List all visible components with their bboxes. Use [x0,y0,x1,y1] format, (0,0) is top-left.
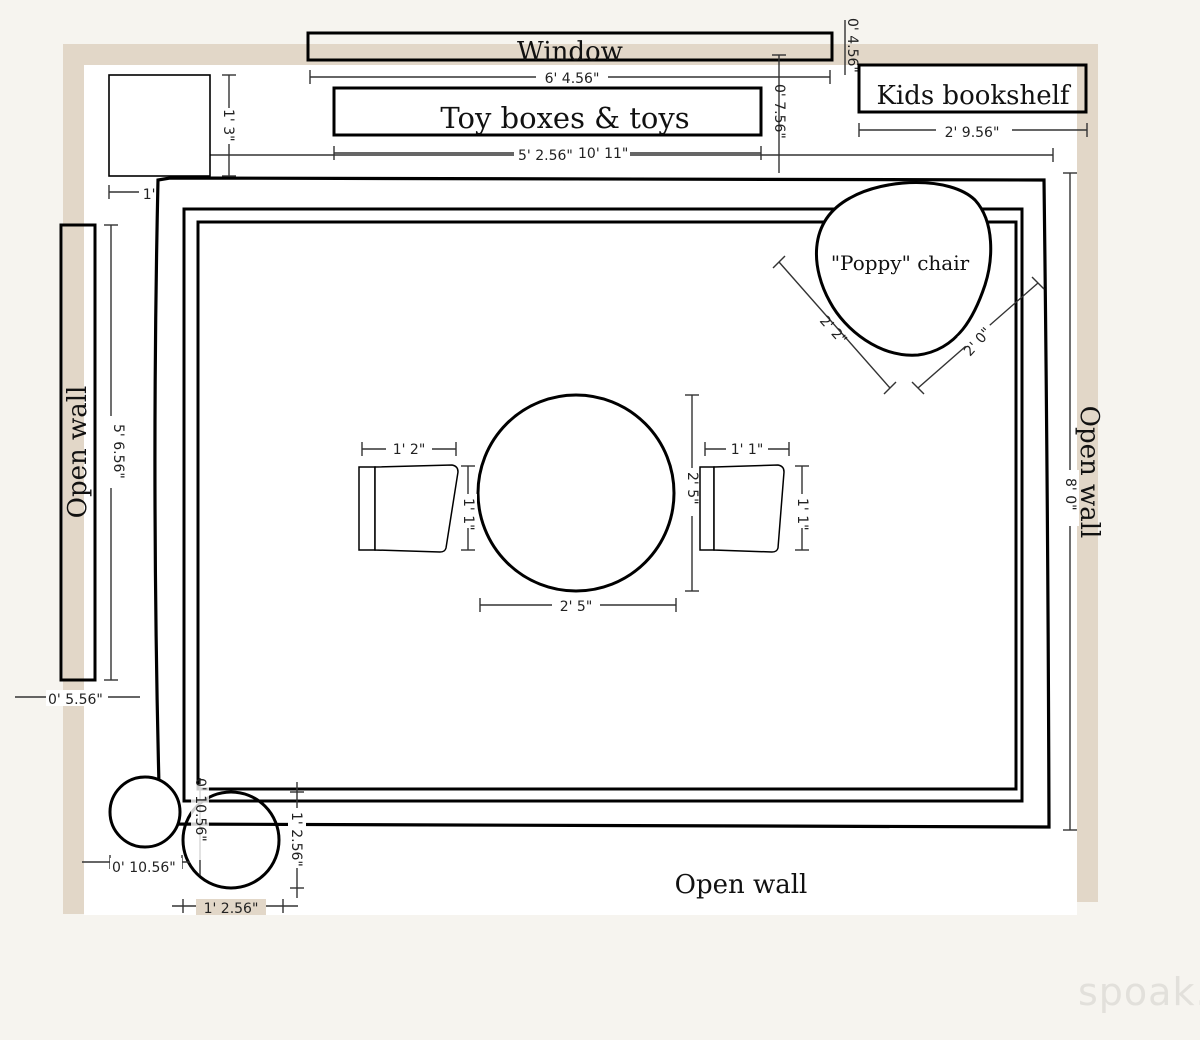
table-diameter-v-dim: 2' 5" [684,472,700,505]
toy-boxes-width-dim: 5' 2.56" [518,148,573,164]
storage-cube [108,74,211,177]
chair-left-depth-dim: 1' 1" [460,498,476,531]
large-plant [181,790,281,890]
chair-right-width-dim: 1' 1" [731,442,764,458]
left-open-wall-label: Open wall [63,386,93,519]
poppy-chair [814,181,993,357]
poppy-chair-label: "Poppy" chair [831,251,970,275]
window-gap-dim: 0' 4.56" [844,18,860,73]
chair-left-width-dim: 1' 2" [393,442,426,458]
toy-boxes [332,86,763,137]
window-width-dim: 6' 4.56" [545,71,600,87]
table-diameter-h-dim: 2' 5" [560,599,593,615]
window-label: Window [517,37,623,67]
bookshelf-width-dim: 2' 9.56" [945,125,1000,141]
rug-inner [196,220,1018,791]
small-plant-gap-v-dim: 0' 10.56" [192,778,208,842]
window [306,31,834,62]
toy-boxes-label: Toy boxes & toys [440,101,689,135]
bottom-open-wall-label: Open wall [675,870,808,900]
left-open-wall [59,223,97,682]
small-plant [108,775,182,849]
spoak-watermark: spoak. [1078,970,1200,1014]
chair-right-depth-dim: 1' 1" [794,498,810,531]
right-open-wall-label: Open wall [1074,406,1104,539]
right-chair [699,464,785,553]
toy-gap-dim: 0' 7.56" [771,84,787,139]
small-plant-gap-dim: 0' 10.56" [112,860,176,876]
left-wall-gap-dim: 0' 5.56" [48,692,103,708]
rug-middle [182,207,1024,803]
room-width-dim: 10' 11" [578,146,628,162]
large-plant-v-dim: 1' 2.56" [288,812,304,867]
kids-bookshelf [857,63,1088,114]
right-wall [1077,44,1098,902]
kids-bookshelf-label: Kids bookshelf [876,81,1071,111]
right-wall-length-dim: 8' 0" [1062,478,1078,511]
large-plant-h-dim: 1' 2.56" [204,901,259,917]
left-wall-length-dim: 5' 6.56" [110,424,126,479]
round-table [476,393,676,593]
left-chair [358,464,459,553]
cube-height-dim: 1' 3" [220,109,236,142]
